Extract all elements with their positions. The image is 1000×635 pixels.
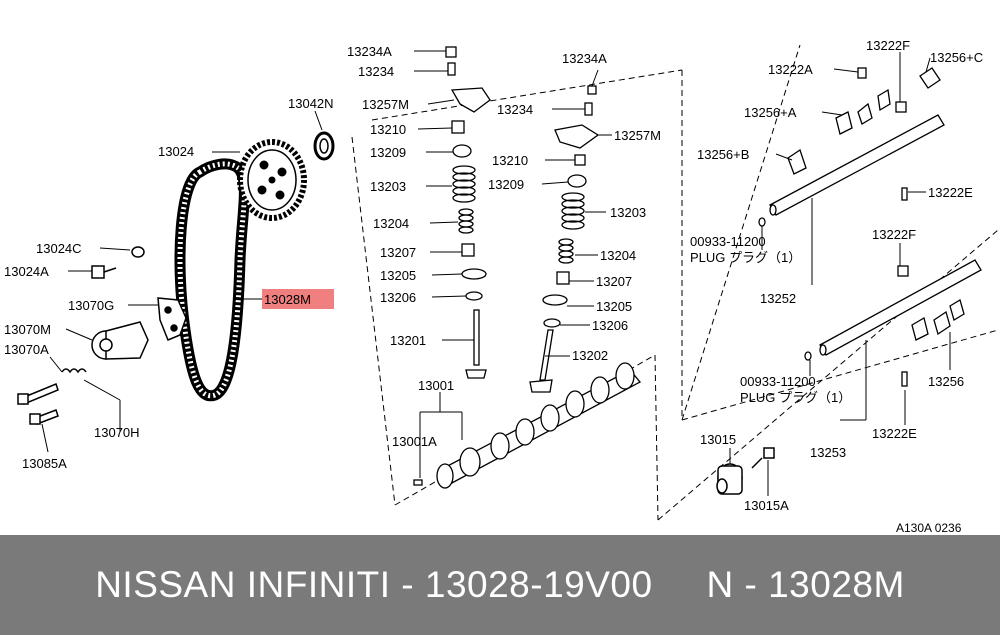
part-label: 13222E (928, 185, 973, 200)
part-label: 13205 (596, 299, 632, 314)
tensioner-spring (61, 368, 87, 374)
part-label: 13253 (810, 445, 846, 460)
part-label: 13204 (373, 216, 409, 231)
part-label: 13256 (928, 374, 964, 389)
part-label: PLUG プラグ（1） (740, 390, 851, 405)
belt-tensioner (91, 321, 149, 360)
part-label: 13209 (370, 145, 406, 160)
part-label: 13234 (497, 102, 533, 117)
bolt-13024a (91, 265, 117, 279)
washer-13024c (131, 246, 145, 258)
part-label: 13256+B (697, 147, 749, 162)
parts-diagram: 13234A 13234 13042N 13257M 13210 13024 1… (4, 38, 999, 535)
tensioner-bracket (157, 297, 187, 341)
footer-brand-part: NISSAN INFINITI - 13028-19V00 (95, 564, 653, 605)
camshaft (413, 362, 642, 489)
part-label: 13257M (362, 97, 409, 112)
part-label: 13024C (36, 241, 82, 256)
part-label: 13015 (700, 432, 736, 447)
part-label: 13202 (572, 348, 608, 363)
valve-train-left (445, 46, 491, 379)
part-label: 13042N (288, 96, 334, 111)
part-label: 13024A (4, 264, 49, 279)
timing-belt (174, 158, 250, 402)
rocker-arms (758, 67, 965, 387)
part-label: 13203 (610, 205, 646, 220)
part-label: 13222F (872, 227, 916, 242)
idler-pulley (716, 447, 775, 495)
part-label-highlighted: 13028M (264, 292, 311, 307)
part-label: 13015A (744, 498, 789, 513)
section-boundaries (351, 44, 999, 521)
part-label: 13209 (488, 177, 524, 192)
part-label: 13206 (592, 318, 628, 333)
part-label: 13252 (760, 291, 796, 306)
footer-ref: N - 13028M (706, 564, 905, 605)
part-label: 13256+C (930, 50, 983, 65)
part-label: 13222E (872, 426, 917, 441)
part-label: 13210 (492, 153, 528, 168)
part-label: 13256+A (744, 105, 797, 120)
part-label: 13070G (68, 298, 114, 313)
part-label: 13205 (380, 268, 416, 283)
part-label: 13210 (370, 122, 406, 137)
part-label: 13234 (358, 64, 394, 79)
part-label: 13201 (390, 333, 426, 348)
part-labels: 13234A 13234 13042N 13257M 13210 13024 1… (4, 38, 983, 535)
part-label: 13204 (600, 248, 636, 263)
tensioner-bolts (17, 383, 59, 425)
part-label: 13207 (380, 245, 416, 260)
part-label: 13257M (614, 128, 661, 143)
part-label: 13085A (22, 456, 67, 471)
valve-train-right (529, 85, 600, 393)
part-label: 13070A (4, 342, 49, 357)
oil-seal (313, 131, 335, 161)
part-label: PLUG プラグ（1） (690, 250, 801, 265)
part-label: 13203 (370, 179, 406, 194)
rocker-shafts (769, 114, 982, 356)
part-label: 13001 (418, 378, 454, 393)
footer-spacer (653, 564, 707, 606)
part-label: 13234A (347, 44, 392, 59)
part-label: 13207 (596, 274, 632, 289)
camshaft-sprocket (237, 139, 307, 221)
leader-lines (41, 50, 951, 496)
part-label: 13234A (562, 51, 607, 66)
part-label: 13070H (94, 425, 140, 440)
part-label: 00933-11200 (740, 374, 816, 389)
part-label: 13222F (866, 38, 910, 53)
part-label: 13024 (158, 144, 194, 159)
part-label: 00933-11200 (690, 234, 766, 249)
part-label: 13001A (392, 434, 437, 449)
highlight-13028m (262, 289, 334, 309)
part-label: 13206 (380, 290, 416, 305)
footer-banner: NISSAN INFINITI - 13028-19V00 N - 13028M (0, 535, 1000, 635)
part-label: 13222A (768, 62, 813, 77)
diagram-code: A130A 0236 (896, 521, 962, 535)
part-label: 13070M (4, 322, 51, 337)
